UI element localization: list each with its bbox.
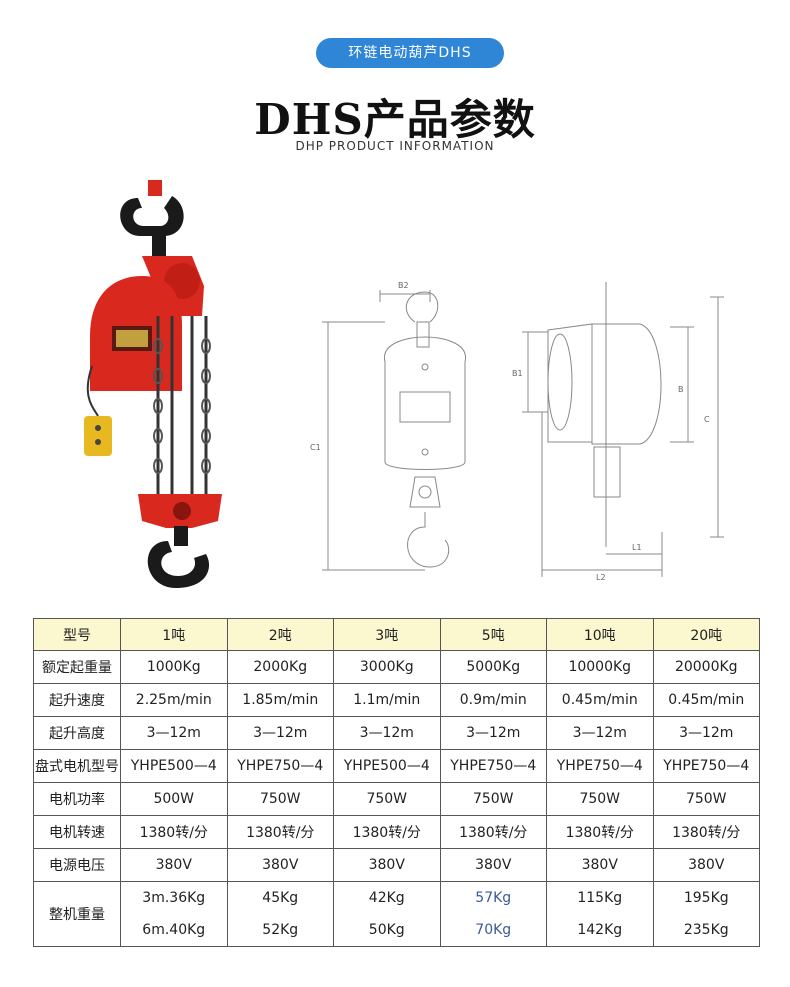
table-cell: 380V [546, 848, 654, 882]
spec-table: 型号 1吨 2吨 3吨 5吨 10吨 20吨 额定起重量 1000Kg 2000… [33, 618, 760, 947]
table-cell: 0.45m/min [652, 683, 760, 717]
table-row: 电源电压 380V 380V 380V 380V 380V 380V [33, 848, 760, 882]
table-cell: 5000Kg [439, 650, 547, 684]
table-cell: YHPE500—4 [120, 749, 228, 783]
table-row: 盘式电机型号 YHPE500—4 YHPE750—4 YHPE500—4 YHP… [33, 749, 760, 783]
weight-3m: 45Kg [262, 890, 299, 906]
table-cell: 380V [333, 848, 441, 882]
table-cell: 750W [652, 782, 760, 816]
table-cell: YHPE750—4 [439, 749, 547, 783]
weight-6m: 50Kg [368, 922, 405, 938]
table-cell: 1380转/分 [546, 815, 654, 849]
header-cell: 20吨 [652, 618, 760, 651]
row-label: 整机重量 [33, 881, 121, 947]
table-cell: YHPE750—4 [652, 749, 760, 783]
table-cell: 45Kg 52Kg [226, 881, 334, 947]
label-l1: L1 [632, 543, 642, 552]
header-cell: 5吨 [439, 618, 547, 651]
table-row: 额定起重量 1000Kg 2000Kg 3000Kg 5000Kg 10000K… [33, 650, 760, 684]
table-cell: 750W [333, 782, 441, 816]
table-cell: YHPE750—4 [226, 749, 334, 783]
table-cell: 750W [226, 782, 334, 816]
table-row-weight: 整机重量 3m.36Kg 6m.40Kg 45Kg 52Kg 42Kg 50Kg 57… [33, 881, 760, 947]
table-cell: 1.85m/min [226, 683, 334, 717]
weight-6m: 6m.40Kg [142, 922, 206, 938]
product-badge: 环链电动葫芦DHS [316, 38, 504, 68]
table-cell: 3m.36Kg 6m.40Kg [120, 881, 228, 947]
table-cell: 3—12m [546, 716, 654, 750]
table-row: 电机功率 500W 750W 750W 750W 750W 750W [33, 782, 760, 816]
table-row: 起升速度 2.25m/min 1.85m/min 1.1m/min 0.9m/m… [33, 683, 760, 717]
table-cell: 3000Kg [333, 650, 441, 684]
table-cell: 750W [439, 782, 547, 816]
label-b: B [678, 385, 684, 394]
table-cell: 195Kg 235Kg [652, 881, 760, 947]
table-cell: YHPE750—4 [546, 749, 654, 783]
label-l2: L2 [596, 573, 606, 582]
table-cell: 42Kg 50Kg [333, 881, 441, 947]
row-label: 额定起重量 [33, 650, 121, 684]
label-c: C [704, 415, 710, 424]
hoist-product-photo [84, 180, 222, 588]
weight-6m: 52Kg [262, 922, 299, 938]
table-cell: 380V [652, 848, 760, 882]
table-cell: 10000Kg [546, 650, 654, 684]
table-cell: 1380转/分 [333, 815, 441, 849]
table-cell: 20000Kg [652, 650, 760, 684]
label-b1: B1 [512, 369, 523, 378]
table-cell: 3—12m [439, 716, 547, 750]
table-row: 电机转速 1380转/分 1380转/分 1380转/分 1380转/分 138… [33, 815, 760, 849]
header-cell: 型号 [33, 618, 121, 651]
row-label: 起升速度 [33, 683, 121, 717]
table-cell: 1.1m/min [333, 683, 441, 717]
table-cell: 2000Kg [226, 650, 334, 684]
row-label: 起升高度 [33, 716, 121, 750]
table-cell: 1380转/分 [120, 815, 228, 849]
table-row: 起升高度 3—12m 3—12m 3—12m 3—12m 3—12m 3—12m [33, 716, 760, 750]
table-cell: 380V [226, 848, 334, 882]
table-cell: 1380转/分 [652, 815, 760, 849]
table-cell: 3—12m [652, 716, 760, 750]
table-header-row: 型号 1吨 2吨 3吨 5吨 10吨 20吨 [33, 618, 760, 651]
row-label: 电机功率 [33, 782, 121, 816]
weight-3m: 195Kg [683, 890, 729, 906]
row-label: 电机转速 [33, 815, 121, 849]
page-subtitle: DHP PRODUCT INFORMATION [295, 139, 495, 153]
table-cell: 3—12m [333, 716, 441, 750]
table-cell: 3—12m [226, 716, 334, 750]
table-cell: 380V [120, 848, 228, 882]
weight-3m: 115Kg [577, 890, 623, 906]
table-cell: 1380转/分 [226, 815, 334, 849]
table-cell: 3—12m [120, 716, 228, 750]
header-cell: 10吨 [546, 618, 654, 651]
weight-3m: 57Kg [475, 890, 512, 906]
table-cell: YHPE500—4 [333, 749, 441, 783]
weight-6m: 70Kg [475, 922, 512, 938]
header-cell: 2吨 [226, 618, 334, 651]
table-cell: 500W [120, 782, 228, 816]
page-title: DHS产品参数 [254, 95, 536, 144]
table-cell: 57Kg 70Kg [439, 881, 547, 947]
table-cell: 0.9m/min [439, 683, 547, 717]
table-cell: 1380转/分 [439, 815, 547, 849]
table-cell: 750W [546, 782, 654, 816]
row-label: 盘式电机型号 [33, 749, 121, 783]
dimension-drawing: B2 C1 B1 B C L1 L2 [310, 281, 724, 582]
label-c1: C1 [310, 443, 321, 452]
header-cell: 3吨 [333, 618, 441, 651]
row-label: 电源电压 [33, 848, 121, 882]
table-cell: 1000Kg [120, 650, 228, 684]
weight-6m: 142Kg [577, 922, 623, 938]
weight-6m: 235Kg [683, 922, 729, 938]
table-cell: 2.25m/min [120, 683, 228, 717]
table-cell: 380V [439, 848, 547, 882]
weight-3m: 42Kg [368, 890, 405, 906]
label-b2-front: B2 [398, 281, 409, 290]
table-cell: 115Kg 142Kg [546, 881, 654, 947]
header-cell: 1吨 [120, 618, 228, 651]
table-cell: 0.45m/min [546, 683, 654, 717]
weight-3m: 3m.36Kg [142, 890, 206, 906]
